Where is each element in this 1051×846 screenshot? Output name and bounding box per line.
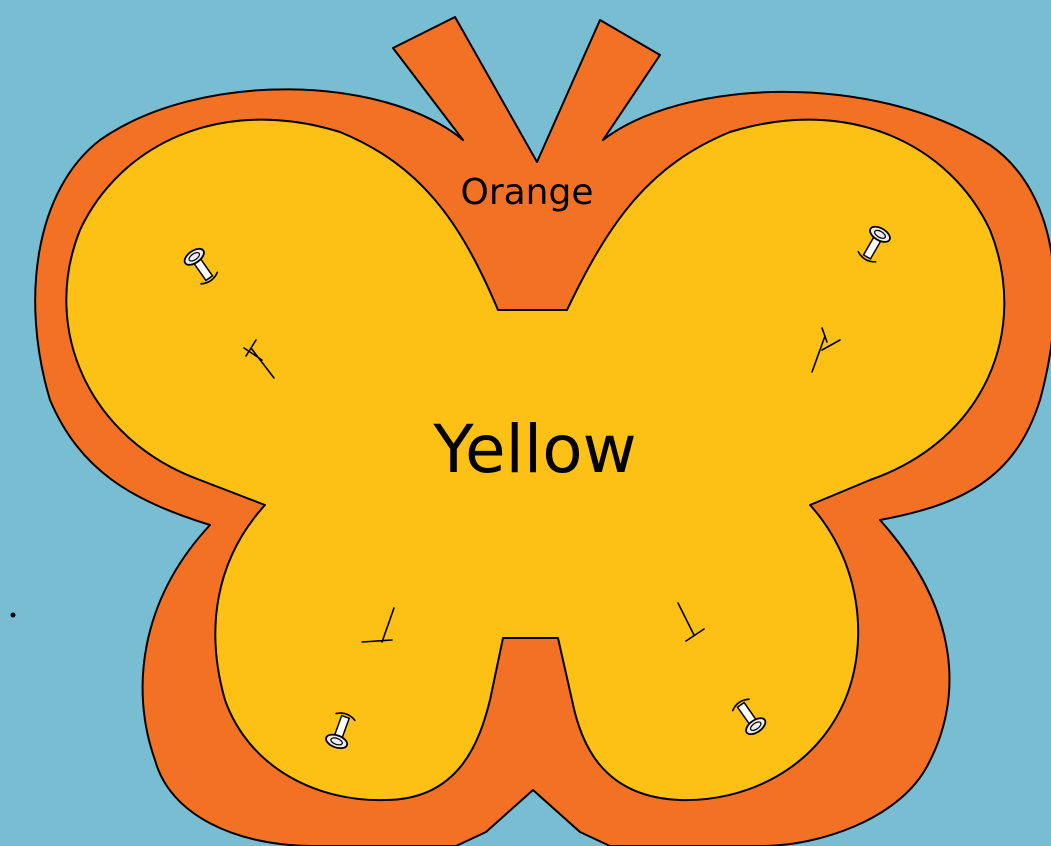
orange-label: Orange (460, 172, 593, 213)
stray-dot (11, 613, 16, 618)
yellow-label: Yellow (432, 411, 636, 488)
